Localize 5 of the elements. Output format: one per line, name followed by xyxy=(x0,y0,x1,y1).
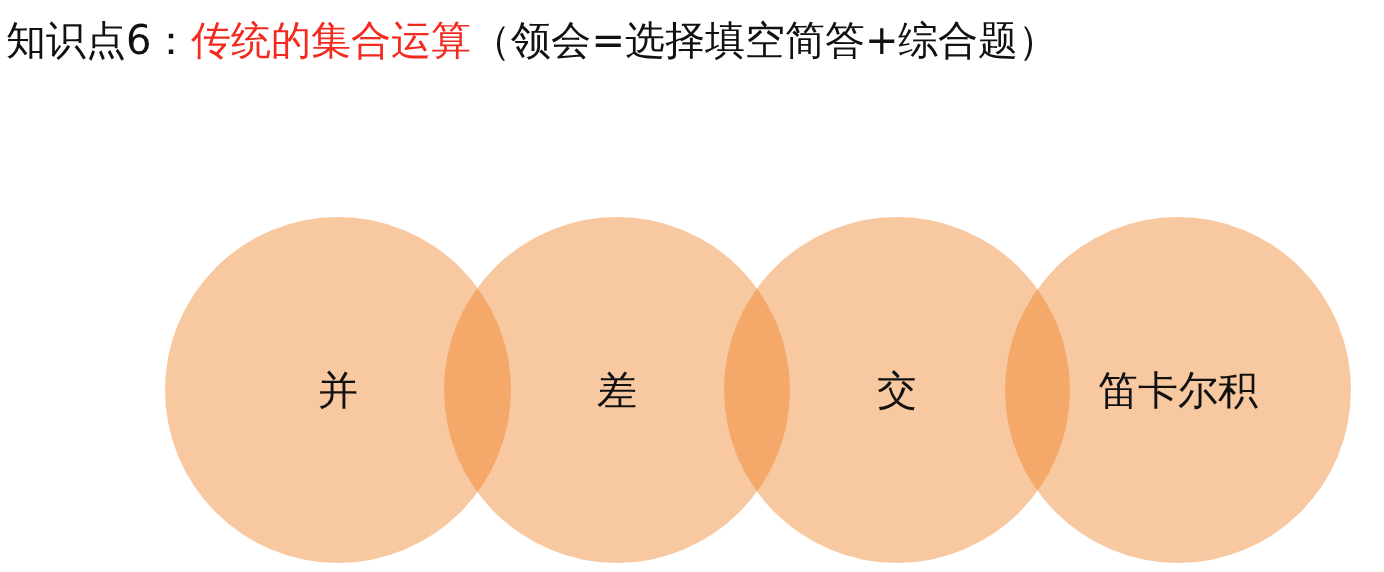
title: 知识点6：传统的集合运算（领会=选择填空简答+综合题） xyxy=(6,16,1059,64)
circle-label: 交 xyxy=(877,365,917,415)
circle-label: 笛卡尔积 xyxy=(1098,365,1258,415)
circle-label: 差 xyxy=(597,365,637,415)
circle-label: 并 xyxy=(318,365,358,415)
